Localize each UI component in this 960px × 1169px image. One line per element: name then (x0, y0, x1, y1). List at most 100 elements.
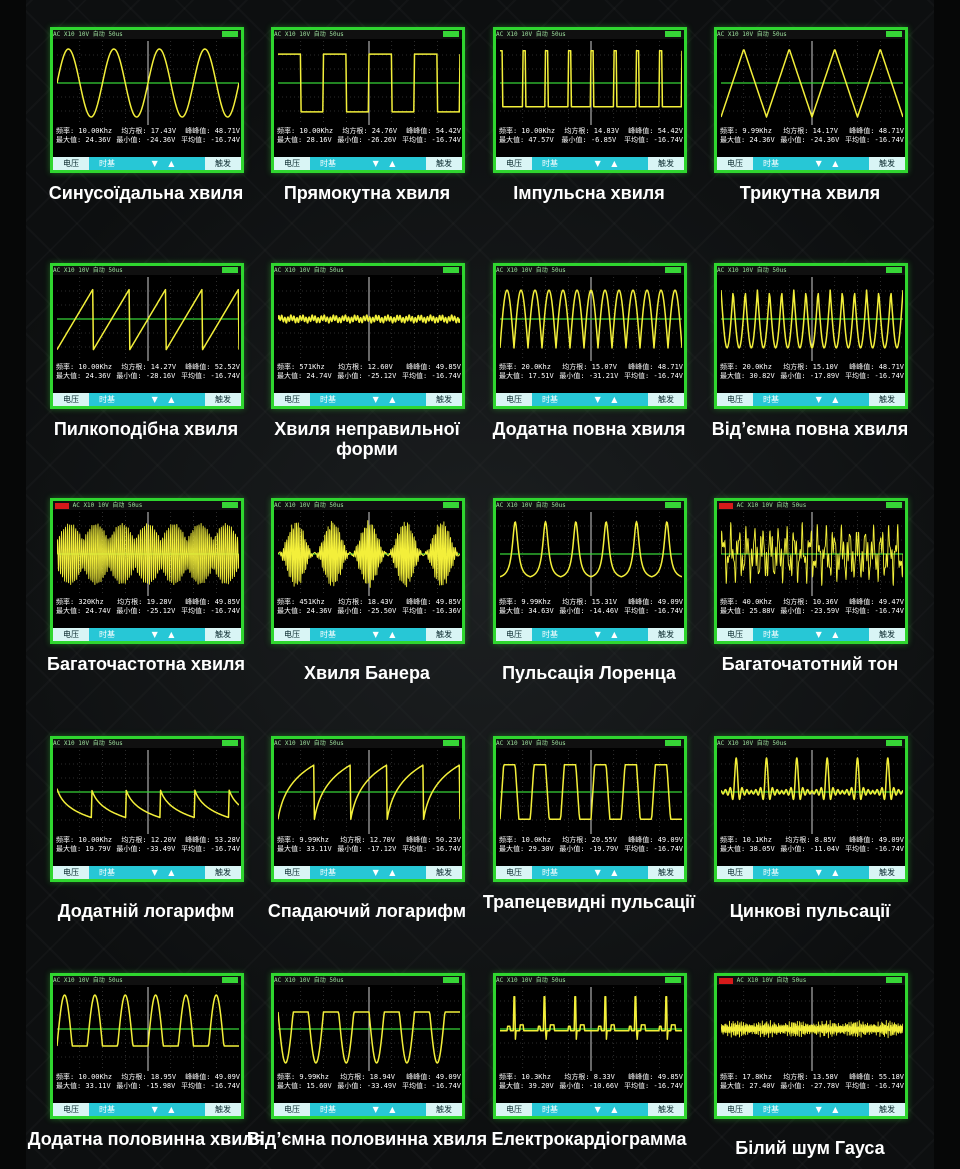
arrow-adjust-button[interactable]: ▼ ▲ (346, 866, 426, 879)
scope-status-bar: AC X10 10V 自动 50us (274, 266, 462, 275)
scope-status-bar: AC X10 10V 自动 50us (53, 501, 241, 510)
voltage-button[interactable]: 电压 (717, 393, 753, 406)
timebase-button[interactable]: 时基 (310, 628, 346, 641)
voltage-button[interactable]: 电压 (496, 1103, 532, 1116)
voltage-button[interactable]: 电压 (274, 866, 310, 879)
waveform-plot (57, 987, 239, 1071)
voltage-button[interactable]: 电压 (53, 628, 89, 641)
trigger-button[interactable]: 触发 (648, 393, 684, 406)
scope-button-bar: 电压时基▼ ▲触发 (717, 1103, 905, 1116)
trigger-button[interactable]: 触发 (205, 1103, 241, 1116)
trigger-button[interactable]: 触发 (869, 866, 905, 879)
arrow-adjust-button[interactable]: ▼ ▲ (568, 393, 648, 406)
voltage-button[interactable]: 电压 (53, 866, 89, 879)
timebase-button[interactable]: 时基 (753, 157, 789, 170)
arrow-adjust-button[interactable]: ▼ ▲ (125, 157, 205, 170)
timebase-button[interactable]: 时基 (532, 866, 568, 879)
voltage-button[interactable]: 电压 (717, 157, 753, 170)
scope-header-text: AC X10 10V 自动 50us (496, 502, 566, 509)
voltage-button[interactable]: 电压 (53, 1103, 89, 1116)
scope-status-bar: AC X10 10V 自动 50us (53, 266, 241, 275)
timebase-button[interactable]: 时基 (532, 157, 568, 170)
arrow-adjust-button[interactable]: ▼ ▲ (125, 1103, 205, 1116)
arrow-adjust-button[interactable]: ▼ ▲ (568, 628, 648, 641)
arrow-adjust-button[interactable]: ▼ ▲ (125, 393, 205, 406)
timebase-button[interactable]: 时基 (310, 866, 346, 879)
trigger-button[interactable]: 触发 (205, 866, 241, 879)
arrow-adjust-button[interactable]: ▼ ▲ (346, 1103, 426, 1116)
trigger-button[interactable]: 触发 (205, 393, 241, 406)
voltage-button[interactable]: 电压 (717, 628, 753, 641)
arrow-adjust-button[interactable]: ▼ ▲ (568, 866, 648, 879)
waveform-caption: Трапецевидні пульсації (482, 892, 696, 912)
measurement-value: 峰峰值: 49.09V (849, 836, 904, 844)
measurement-value: 频率: 10.00Khz (56, 363, 113, 371)
timebase-button[interactable]: 时基 (532, 628, 568, 641)
trigger-button[interactable]: 触发 (426, 866, 462, 879)
voltage-button[interactable]: 电压 (53, 393, 89, 406)
trigger-button[interactable]: 触发 (205, 157, 241, 170)
trigger-button[interactable]: 触发 (426, 1103, 462, 1116)
arrow-adjust-button[interactable]: ▼ ▲ (789, 1103, 869, 1116)
trigger-button[interactable]: 触发 (426, 628, 462, 641)
arrow-adjust-button[interactable]: ▼ ▲ (346, 157, 426, 170)
arrow-adjust-button[interactable]: ▼ ▲ (125, 628, 205, 641)
timebase-button[interactable]: 时基 (89, 628, 125, 641)
arrow-adjust-button[interactable]: ▼ ▲ (789, 393, 869, 406)
arrow-adjust-button[interactable]: ▼ ▲ (125, 866, 205, 879)
timebase-button[interactable]: 时基 (310, 157, 346, 170)
voltage-button[interactable]: 电压 (274, 157, 310, 170)
trigger-button[interactable]: 触发 (869, 157, 905, 170)
voltage-button[interactable]: 电压 (717, 866, 753, 879)
trigger-button[interactable]: 触发 (648, 1103, 684, 1116)
voltage-button[interactable]: 电压 (496, 393, 532, 406)
timebase-button[interactable]: 时基 (89, 393, 125, 406)
arrow-adjust-button[interactable]: ▼ ▲ (568, 1103, 648, 1116)
timebase-button[interactable]: 时基 (310, 393, 346, 406)
voltage-button[interactable]: 电压 (274, 393, 310, 406)
timebase-button[interactable]: 时基 (89, 157, 125, 170)
arrow-adjust-button[interactable]: ▼ ▲ (789, 866, 869, 879)
arrow-adjust-button[interactable]: ▼ ▲ (346, 393, 426, 406)
scope-status-bar: AC X10 10V 自动 50us (496, 30, 684, 39)
trigger-button[interactable]: 触发 (426, 157, 462, 170)
trigger-button[interactable]: 触发 (426, 393, 462, 406)
timebase-button[interactable]: 时基 (89, 1103, 125, 1116)
measurement-value: 最大值: 34.63V (499, 607, 554, 615)
timebase-button[interactable]: 时基 (532, 393, 568, 406)
measurement-value: 峰峰值: 54.42V (628, 127, 683, 135)
voltage-button[interactable]: 电压 (274, 628, 310, 641)
battery-icon (222, 740, 238, 746)
waveform-caption: Від’ємна повна хвиля (711, 419, 909, 439)
arrow-adjust-button[interactable]: ▼ ▲ (789, 157, 869, 170)
timebase-button[interactable]: 时基 (753, 1103, 789, 1116)
trigger-button[interactable]: 触发 (869, 1103, 905, 1116)
timebase-button[interactable]: 时基 (532, 1103, 568, 1116)
timebase-button[interactable]: 时基 (89, 866, 125, 879)
timebase-button[interactable]: 时基 (310, 1103, 346, 1116)
voltage-button[interactable]: 电压 (53, 157, 89, 170)
voltage-button[interactable]: 电压 (496, 157, 532, 170)
trigger-button[interactable]: 触发 (869, 628, 905, 641)
timebase-button[interactable]: 时基 (753, 628, 789, 641)
arrow-adjust-button[interactable]: ▼ ▲ (789, 628, 869, 641)
measurement-value: 最小值: -14.46V (559, 607, 619, 615)
trigger-button[interactable]: 触发 (648, 628, 684, 641)
arrow-adjust-button[interactable]: ▼ ▲ (568, 157, 648, 170)
timebase-button[interactable]: 时基 (753, 393, 789, 406)
trigger-button[interactable]: 触发 (869, 393, 905, 406)
trigger-button[interactable]: 触发 (648, 157, 684, 170)
voltage-button[interactable]: 电压 (274, 1103, 310, 1116)
voltage-button[interactable]: 电压 (496, 866, 532, 879)
voltage-button[interactable]: 电压 (717, 1103, 753, 1116)
timebase-button[interactable]: 时基 (753, 866, 789, 879)
trigger-button[interactable]: 触发 (648, 866, 684, 879)
voltage-button[interactable]: 电压 (496, 628, 532, 641)
arrow-adjust-button[interactable]: ▼ ▲ (346, 628, 426, 641)
waveform-caption: Пульсація Лоренца (502, 663, 676, 683)
trigger-button[interactable]: 触发 (205, 628, 241, 641)
